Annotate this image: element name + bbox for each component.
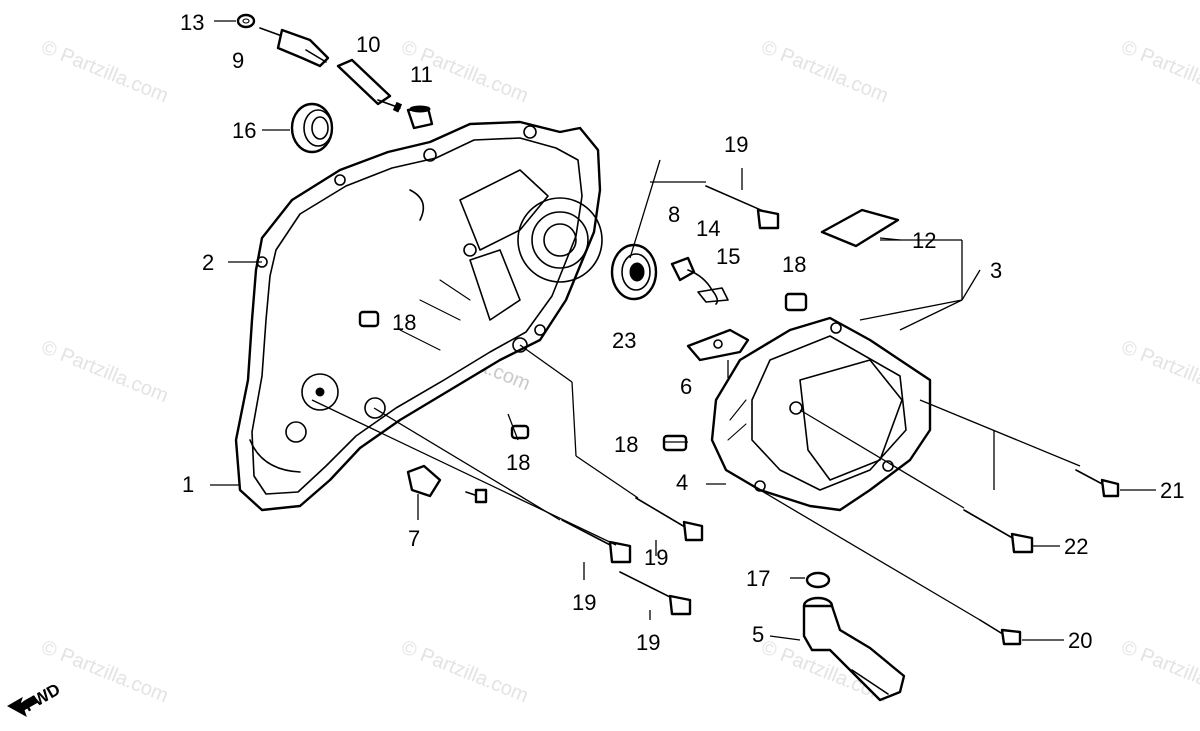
callout-21: 21 <box>1160 478 1184 503</box>
callout-4: 4 <box>676 470 688 495</box>
watermark: © Partzilla.com <box>1118 636 1200 707</box>
callout-13: 13 <box>180 10 204 35</box>
bolt-part-20[interactable] <box>979 619 1022 646</box>
oil-seal-part-16[interactable] <box>290 102 334 154</box>
callout-7: 7 <box>408 526 420 551</box>
callout-20: 20 <box>1068 628 1092 653</box>
callout-18-a: 18 <box>392 310 416 335</box>
callout-labels: 13 9 10 11 16 2 1 18 18 18 18 7 19 19 19… <box>180 10 1184 655</box>
callout-2: 2 <box>202 250 214 275</box>
leader-lines <box>210 20 1156 641</box>
dowel-pin-part-18[interactable] <box>358 292 808 452</box>
callout-22: 22 <box>1064 534 1088 559</box>
forward-direction-indicator: FWD <box>6 680 64 718</box>
arrow-icon <box>6 695 39 718</box>
watermarks: © Partzilla.com © Partzilla.com © Partzi… <box>38 36 1200 707</box>
callout-14: 14 <box>696 216 720 241</box>
watermark: © Partzilla.com <box>758 36 891 107</box>
bushing-part-11[interactable] <box>406 105 434 130</box>
o-ring-part-17[interactable] <box>805 571 831 589</box>
watermark: © Partzilla.com <box>38 336 171 407</box>
bracket-part-6[interactable] <box>686 328 750 362</box>
bracket-part-7[interactable] <box>406 464 488 504</box>
callout-19-a: 19 <box>724 132 748 157</box>
callout-23: 23 <box>612 328 636 353</box>
bearing-part-23[interactable] <box>610 243 658 301</box>
callout-17: 17 <box>746 566 770 591</box>
callout-18-c: 18 <box>614 432 638 457</box>
callout-5: 5 <box>752 622 764 647</box>
callout-1: 1 <box>182 472 194 497</box>
callout-15: 15 <box>716 244 740 269</box>
fwd-label: FWD <box>21 680 64 716</box>
callout-18-b: 18 <box>506 450 530 475</box>
callout-3: 3 <box>990 258 1002 283</box>
outer-cover-part-3[interactable] <box>710 316 932 512</box>
bolt-part-19[interactable] <box>561 185 780 616</box>
callout-16: 16 <box>232 118 256 143</box>
bolt-part-22[interactable] <box>963 509 1034 554</box>
watermark: © Partzilla.com <box>1118 36 1200 107</box>
callout-11: 11 <box>410 62 433 87</box>
callout-18-d: 18 <box>782 252 806 277</box>
shaft-part-10[interactable] <box>336 58 403 113</box>
bolt-part-21[interactable] <box>1075 469 1120 498</box>
spindle-part-5[interactable] <box>802 596 906 702</box>
callout-19-c: 19 <box>572 590 596 615</box>
callout-10: 10 <box>356 32 380 57</box>
watermark: © Partzilla.com <box>38 36 171 107</box>
callout-19-d: 19 <box>636 630 660 655</box>
callout-8: 8 <box>668 202 680 227</box>
label-part-12[interactable] <box>820 208 900 248</box>
callout-6: 6 <box>680 374 692 399</box>
watermark: © Partzilla.com <box>1118 336 1200 407</box>
callout-19-b: 19 <box>644 545 668 570</box>
washer-part-13[interactable] <box>236 13 256 29</box>
lever-part-9[interactable] <box>259 27 330 68</box>
spring-clip-parts-8-14-15[interactable] <box>670 256 729 305</box>
callout-12: 12 <box>912 228 936 253</box>
watermark: © Partzilla.com <box>398 636 531 707</box>
callout-9: 9 <box>232 48 244 73</box>
crankcase-cover-part-1[interactable] <box>234 120 603 512</box>
